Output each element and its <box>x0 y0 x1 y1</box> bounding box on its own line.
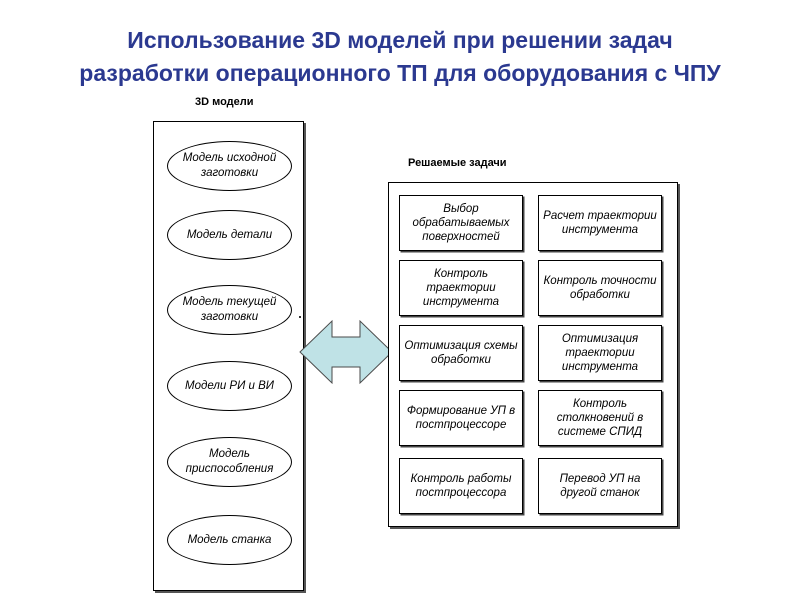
model-ellipse-machine: Модель станка <box>167 515 292 565</box>
task-control-accuracy: Контроль точности обработки <box>538 260 662 316</box>
slide-title-line-2: разработки операционного ТП для оборудов… <box>79 60 721 86</box>
task-transfer-nc: Перевод УП на другой станок <box>538 458 662 514</box>
slide-title-line-1: Использование 3D моделей при решении зад… <box>127 27 673 53</box>
task-optimize-tool-path: Оптимизация траектории инструмента <box>538 325 662 381</box>
task-postprocessor-nc: Формирование УП в постпроцессоре <box>399 390 523 446</box>
task-control-tool-path: Контроль траектории инструмента <box>399 260 523 316</box>
tasks-section-label: Решаемые задачи <box>408 157 507 169</box>
model-ellipse-current-blank: Модель текущей заготовки <box>167 285 292 335</box>
models-panel: Модель исходной заготовки Модель детали … <box>153 121 304 591</box>
task-postprocessor-control: Контроль работы постпроцессора <box>399 458 523 514</box>
models-section-label: 3D модели <box>195 96 254 108</box>
decorative-dot <box>299 316 301 318</box>
task-optimize-scheme: Оптимизация схемы обработки <box>399 325 523 381</box>
task-collision-control: Контроль столкновений в системе СПИД <box>538 390 662 446</box>
model-ellipse-part: Модель детали <box>167 210 292 260</box>
task-calc-tool-path: Расчет траектории инструмента <box>538 195 662 251</box>
double-arrow-connector <box>299 319 393 385</box>
task-select-surfaces: Выбор обрабатываемых поверхностей <box>399 195 523 251</box>
model-ellipse-fixture: Модель приспособления <box>167 437 292 487</box>
slide-title: Использование 3D моделей при решении зад… <box>0 24 800 90</box>
tasks-panel: Выбор обрабатываемых поверхностей Расчет… <box>388 182 678 527</box>
model-ellipse-tools: Модели РИ и ВИ <box>167 361 292 411</box>
model-ellipse-initial-blank: Модель исходной заготовки <box>167 141 292 191</box>
